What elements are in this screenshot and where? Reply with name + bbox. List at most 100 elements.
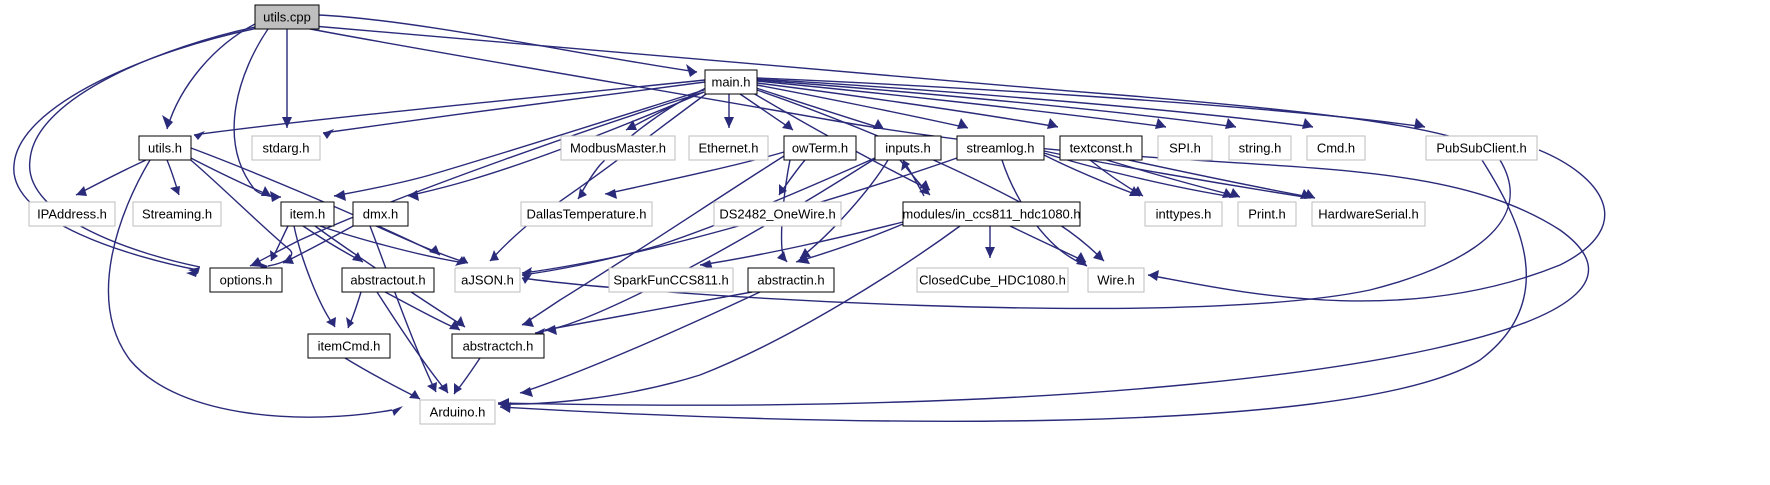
node-modbusmaster_h[interactable]: ModbusMaster.h: [560, 135, 676, 161]
node-label-print_h: Print.h: [1248, 206, 1286, 221]
node-label-ds2482_h: DS2482_OneWire.h: [719, 206, 835, 221]
node-box-item_h[interactable]: [280, 201, 335, 227]
node-box-textconst_h[interactable]: [1059, 135, 1143, 161]
node-utils_cpp[interactable]: utils.cpp: [254, 4, 320, 30]
node-box-abstractch_h[interactable]: [451, 333, 545, 359]
edge-item_h-to-abstractout_h: [302, 225, 364, 263]
node-box-sparkfunccs_h[interactable]: [608, 267, 734, 293]
node-wire_h[interactable]: Wire.h: [1087, 267, 1145, 293]
edge-utils_cpp-to-item_h: [233, 28, 282, 198]
arrowhead-main_h-to-ajson_h: [490, 250, 499, 261]
node-ethernet_h[interactable]: Ethernet.h: [688, 135, 769, 161]
arrowhead-main_h-to-utils_h: [194, 131, 205, 140]
node-box-ipaddress_h[interactable]: [28, 201, 116, 227]
node-label-itemcmd_h: itemCmd.h: [318, 338, 381, 353]
edge-abstractin_h-to-abstractch_h: [544, 291, 753, 331]
edge-item_h-to-itemcmd_h: [293, 225, 336, 328]
node-spi_h[interactable]: SPI.h: [1157, 135, 1213, 161]
node-main_h[interactable]: main.h: [704, 69, 758, 95]
node-box-string_h[interactable]: [1228, 135, 1292, 161]
node-options_h[interactable]: options.h: [209, 267, 283, 293]
node-cmd_h[interactable]: Cmd.h: [1306, 135, 1366, 161]
node-box-utils_cpp[interactable]: [254, 4, 320, 30]
node-box-dallastemp_h[interactable]: [520, 201, 653, 227]
node-label-wire_h: Wire.h: [1097, 272, 1135, 287]
node-box-modbusmaster_h[interactable]: [560, 135, 676, 161]
node-box-pubsubclient_h[interactable]: [1425, 135, 1538, 161]
node-box-wire_h[interactable]: [1087, 267, 1145, 293]
node-stdarg_h[interactable]: stdarg.h: [251, 135, 321, 161]
node-box-stdarg_h[interactable]: [251, 135, 321, 161]
arrowhead-utils_cpp-to-main_h: [686, 64, 697, 77]
edge-streamlog_h-to-inttypes_h: [1043, 154, 1141, 197]
node-textconst_h[interactable]: textconst.h: [1059, 135, 1143, 161]
node-itemcmd_h[interactable]: itemCmd.h: [307, 333, 391, 359]
arrowhead-abstractin_h-to-abstractch_h: [545, 325, 557, 335]
node-abstractch_h[interactable]: abstractch.h: [451, 333, 545, 359]
node-inputs_h[interactable]: inputs.h: [874, 135, 942, 161]
node-arduino_h[interactable]: Arduino.h: [419, 399, 496, 425]
arrowhead-main_h-to-streamlog_h: [957, 118, 968, 129]
node-ds2482_h[interactable]: DS2482_OneWire.h: [713, 201, 842, 227]
node-print_h[interactable]: Print.h: [1237, 201, 1297, 227]
arrowhead-pubsubclient_h-to-wire_h: [1148, 270, 1159, 281]
node-owterm_h[interactable]: owTerm.h: [783, 135, 857, 161]
edge-utils_h-to-arduino_h: [107, 159, 393, 418]
node-box-utils_h[interactable]: [138, 135, 192, 161]
node-abstractin_h[interactable]: abstractin.h: [747, 267, 835, 293]
edge-abstractout_h-to-arduino_h: [376, 291, 449, 394]
node-closedcube_h[interactable]: ClosedCube_HDC1080.h: [916, 267, 1069, 293]
node-label-sparkfunccs_h: SparkFunCCS811.h: [613, 272, 728, 287]
node-box-inputs_h[interactable]: [874, 135, 942, 161]
node-label-closedcube_h: ClosedCube_HDC1080.h: [919, 272, 1066, 287]
node-string_h[interactable]: string.h: [1228, 135, 1292, 161]
node-pubsubclient_h[interactable]: PubSubClient.h: [1425, 135, 1538, 161]
edge-textconst_h-to-print_h: [1099, 157, 1241, 198]
node-item_h[interactable]: item.h: [280, 201, 335, 227]
node-box-ajson_h[interactable]: [454, 267, 521, 293]
node-utils_h[interactable]: utils.h: [138, 135, 192, 161]
arrowhead-main_h-to-ethernet_h: [724, 117, 734, 128]
edge-main_h-to-dmx_h: [407, 91, 705, 197]
node-box-ds2482_h[interactable]: [713, 201, 842, 227]
node-box-main_h[interactable]: [704, 69, 758, 95]
node-box-cmd_h[interactable]: [1306, 135, 1366, 161]
node-sparkfunccs_h[interactable]: SparkFunCCS811.h: [608, 267, 734, 293]
node-box-streamlog_h[interactable]: [956, 135, 1045, 161]
node-box-owterm_h[interactable]: [783, 135, 857, 161]
node-box-abstractout_h[interactable]: [341, 267, 435, 293]
node-ipaddress_h[interactable]: IPAddress.h: [28, 201, 116, 227]
node-streaming_h[interactable]: Streaming.h: [132, 201, 222, 227]
node-box-inttypes_h[interactable]: [1144, 201, 1223, 227]
arrowhead-abstractout_h-to-itemcmd_h: [346, 317, 354, 328]
arrowhead-item_h-to-abstractout_h: [352, 252, 363, 262]
node-ajson_h[interactable]: aJSON.h: [454, 267, 521, 293]
edge-main_h-to-utils_h: [193, 79, 706, 136]
node-abstractout_h[interactable]: abstractout.h: [341, 267, 435, 293]
node-streamlog_h[interactable]: streamlog.h: [956, 135, 1045, 161]
node-box-options_h[interactable]: [209, 267, 283, 293]
arrowhead-item_h-to-itemcmd_h: [326, 317, 336, 327]
node-box-ethernet_h[interactable]: [688, 135, 769, 161]
node-box-hardwareserial_h[interactable]: [1311, 201, 1426, 227]
node-label-ajson_h: aJSON.h: [461, 272, 514, 287]
node-label-abstractin_h: abstractin.h: [757, 272, 824, 287]
node-box-dmx_h[interactable]: [352, 201, 409, 227]
node-label-ipaddress_h: IPAddress.h: [37, 206, 107, 221]
node-box-itemcmd_h[interactable]: [307, 333, 391, 359]
node-box-arduino_h[interactable]: [419, 399, 496, 425]
node-box-spi_h[interactable]: [1157, 135, 1213, 161]
node-box-streaming_h[interactable]: [132, 201, 222, 227]
node-inttypes_h[interactable]: inttypes.h: [1144, 201, 1223, 227]
node-dallastemp_h[interactable]: DallasTemperature.h: [520, 201, 653, 227]
node-in_ccs811_h[interactable]: modules/in_ccs811_hdc1080.h: [902, 201, 1081, 227]
arrowhead-utils_cpp-to-item_h: [270, 191, 281, 202]
node-hardwareserial_h[interactable]: HardwareSerial.h: [1311, 201, 1426, 227]
node-box-abstractin_h[interactable]: [747, 267, 835, 293]
arrowhead-in_ccs811_h-to-abstractin_h: [796, 254, 810, 264]
node-box-in_ccs811_h[interactable]: [902, 201, 1081, 227]
node-box-closedcube_h[interactable]: [916, 267, 1069, 293]
node-box-print_h[interactable]: [1237, 201, 1297, 227]
node-dmx_h[interactable]: dmx.h: [352, 201, 409, 227]
arrowhead-utils_cpp-to-stdarg_h: [282, 117, 292, 128]
